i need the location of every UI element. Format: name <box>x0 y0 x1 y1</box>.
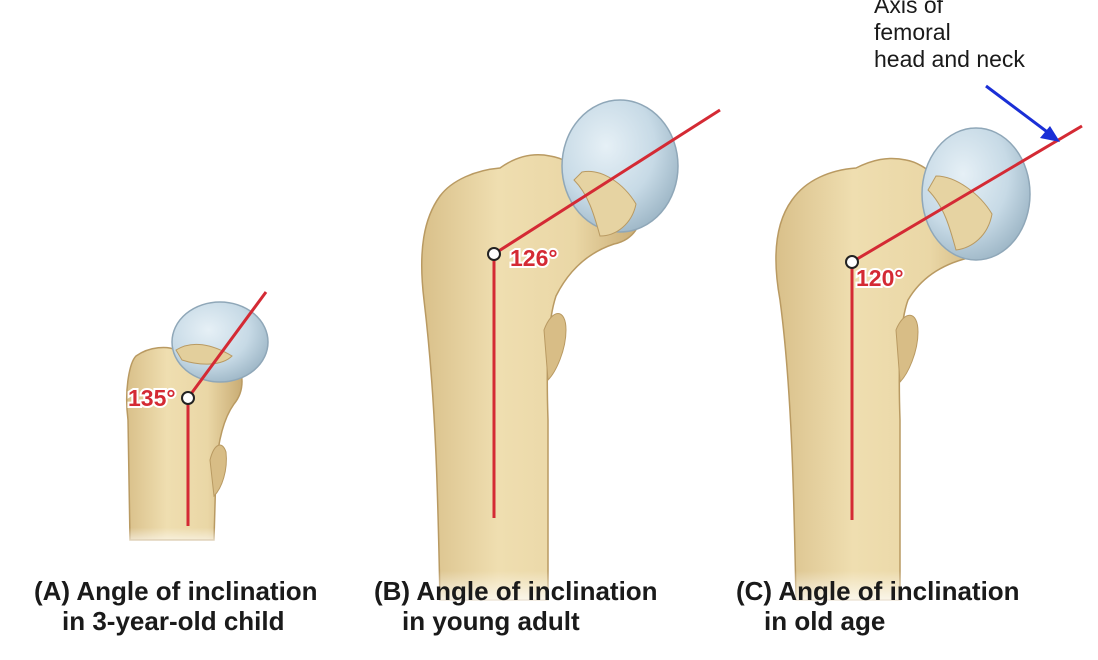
femur-child: 135° <box>120 291 269 550</box>
femur-child-head <box>171 301 269 383</box>
axis-annotation-line-2: femoral <box>874 19 951 45</box>
femur-adult-neck-axis <box>493 108 721 256</box>
femur-young-adult: 126° <box>420 99 721 610</box>
caption-young-adult-line-1: (B) Angle of inclination <box>374 576 658 606</box>
caption-child-line-1: (A) Angle of inclination <box>34 576 318 606</box>
angle-label-child: 135° <box>128 385 176 411</box>
femur-old-vertex <box>845 255 859 269</box>
caption-old-age: (C) Angle of inclination in old age <box>736 576 1020 636</box>
axis-annotation-line-3: head and neck <box>874 46 1025 72</box>
caption-old-age-line-1: (C) Angle of inclination <box>736 576 1020 606</box>
caption-child-line-2: in 3-year-old child <box>62 606 285 636</box>
caption-child: (A) Angle of inclination in 3-year-old c… <box>34 576 318 636</box>
caption-young-adult: (B) Angle of inclination in young adult <box>374 576 658 636</box>
femur-old-trochanter <box>895 314 919 384</box>
femur-old-neck-axis <box>851 124 1083 264</box>
caption-young-adult-line-2: in young adult <box>402 606 580 636</box>
axis-annotation-line-1: Axis of <box>874 0 944 18</box>
axis-pointer-arrow <box>985 84 1060 142</box>
femur-adult-trochanter <box>543 313 567 382</box>
caption-old-age-line-2: in old age <box>764 606 886 636</box>
angle-label-young-adult: 126° <box>510 245 558 271</box>
femur-child-neck-axis <box>186 291 268 399</box>
angle-label-old-age: 120° <box>856 265 904 291</box>
femur-adult-vertex <box>487 247 501 261</box>
femur-child-vertex <box>181 391 195 405</box>
femur-old-age: 120° <box>775 124 1083 610</box>
axis-annotation: Axis of femoral head and neck <box>874 0 1025 73</box>
